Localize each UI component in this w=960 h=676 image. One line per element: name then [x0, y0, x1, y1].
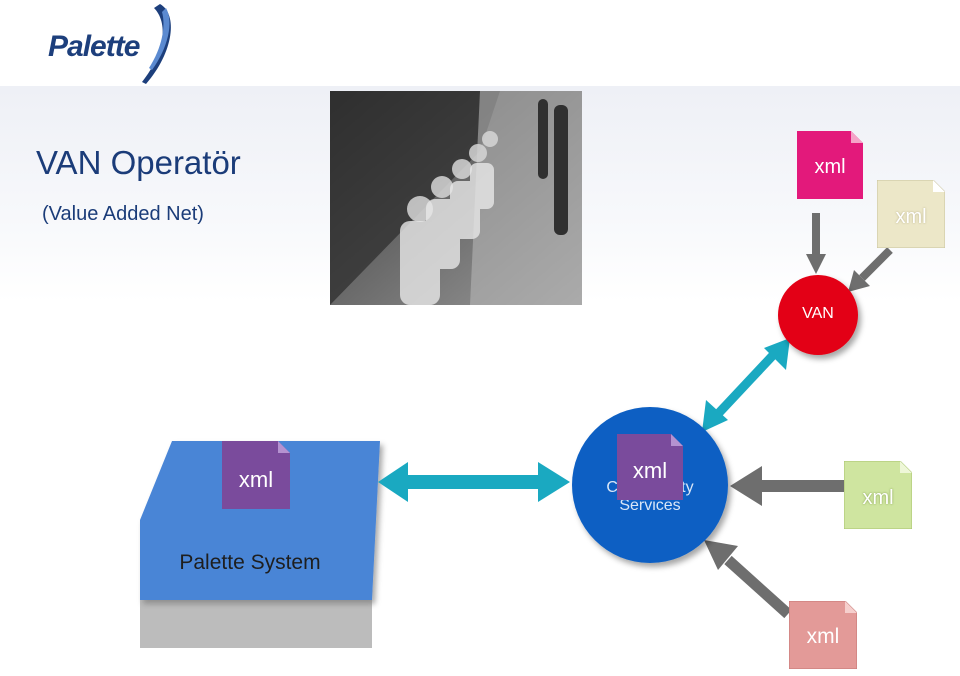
xml-to-van-arrow-right [848, 247, 893, 292]
palette-system-shadow [140, 600, 372, 648]
palette-system-shape [140, 441, 380, 600]
xml-document-cream: xml [877, 180, 945, 248]
logo-swoosh-icon [142, 4, 171, 84]
van-node [778, 275, 858, 355]
van-label: VAN [802, 305, 834, 322]
palette-logo: Palette [48, 4, 178, 88]
connectivity-label-line2: Services [619, 497, 681, 514]
xml-label: xml [814, 156, 846, 178]
switchboard-photo [330, 91, 582, 305]
logo-text: Palette [48, 30, 140, 63]
xml-label: xml [238, 467, 274, 492]
xml-to-connectivity-arrow-bottom [704, 540, 792, 619]
palette-connectivity-arrow [378, 462, 570, 502]
xml-document-purple-connectivity: xml [617, 434, 683, 500]
xml-label: xml [895, 206, 927, 228]
xml-document-purple-palette: xml [222, 441, 290, 509]
xml-document-green: xml [844, 461, 912, 529]
connectivity-van-arrow [702, 338, 790, 432]
xml-label: xml [632, 458, 668, 483]
xml-label: xml [862, 487, 894, 509]
xml-to-van-arrow-top [806, 213, 826, 274]
xml-document-pink: xml [789, 601, 857, 669]
xml-document-magenta: xml [797, 131, 863, 199]
slide-title: VAN Operatör [36, 144, 241, 181]
xml-to-connectivity-arrow-right [730, 466, 844, 506]
palette-system-label: Palette System [179, 551, 321, 574]
xml-label: xml [806, 625, 840, 648]
slide-subtitle: (Value Added Net) [42, 203, 204, 225]
